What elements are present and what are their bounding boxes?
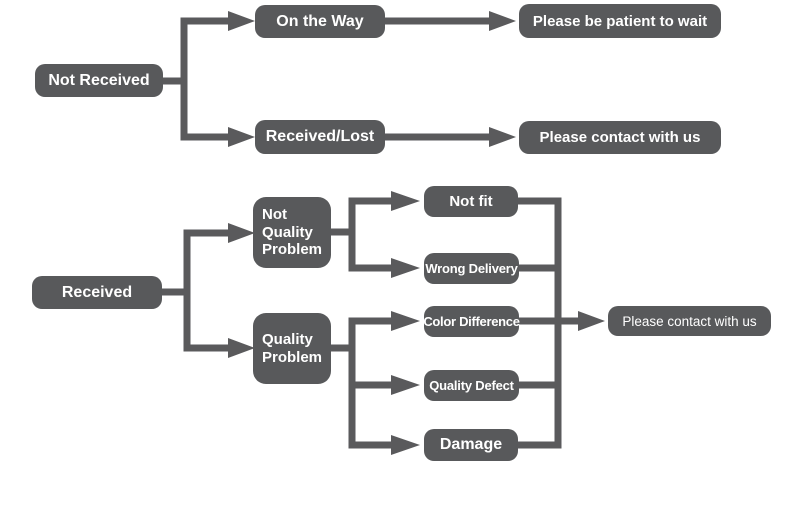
arrow-to-contact-top — [489, 127, 516, 147]
arrow-to-not-quality-problem — [228, 223, 255, 243]
node-received-lost: Received/Lost — [255, 120, 385, 154]
node-received: Received — [32, 276, 162, 309]
arrow-to-be-patient — [489, 11, 516, 31]
not-quality-branch-lines — [327, 197, 395, 272]
node-please-be-patient: Please be patient to wait — [519, 4, 721, 38]
received-branch-lines — [157, 229, 232, 352]
node-please-contact-bottom: Please contact with us — [608, 306, 771, 336]
arrow-to-not-fit — [391, 191, 420, 211]
arrow-to-quality-defect — [391, 375, 420, 395]
not-received-branch-lines — [159, 17, 493, 141]
node-quality-defect: Quality Defect — [424, 370, 519, 401]
arrow-to-on-the-way — [228, 11, 255, 31]
node-wrong-delivery: Wrong Delivery — [424, 253, 519, 284]
node-on-the-way: On the Way — [255, 5, 385, 38]
node-not-fit: Not fit — [424, 186, 518, 217]
node-not-received: Not Received — [35, 64, 163, 97]
arrow-to-color-difference — [391, 311, 420, 331]
quality-branch-lines — [327, 317, 395, 449]
arrow-to-received-lost — [228, 127, 255, 147]
arrow-to-quality-problem — [228, 338, 255, 358]
node-damage: Damage — [424, 429, 518, 461]
collector-lines — [514, 197, 582, 449]
node-quality-problem: Quality Problem — [253, 313, 331, 384]
arrow-to-damage — [391, 435, 420, 455]
node-not-quality-problem: Not Quality Problem — [253, 197, 331, 268]
node-please-contact-top: Please contact with us — [519, 121, 721, 154]
arrow-to-wrong-delivery — [391, 258, 420, 278]
arrow-to-contact-bottom — [578, 311, 605, 331]
node-color-difference: Color Difference — [423, 306, 520, 337]
